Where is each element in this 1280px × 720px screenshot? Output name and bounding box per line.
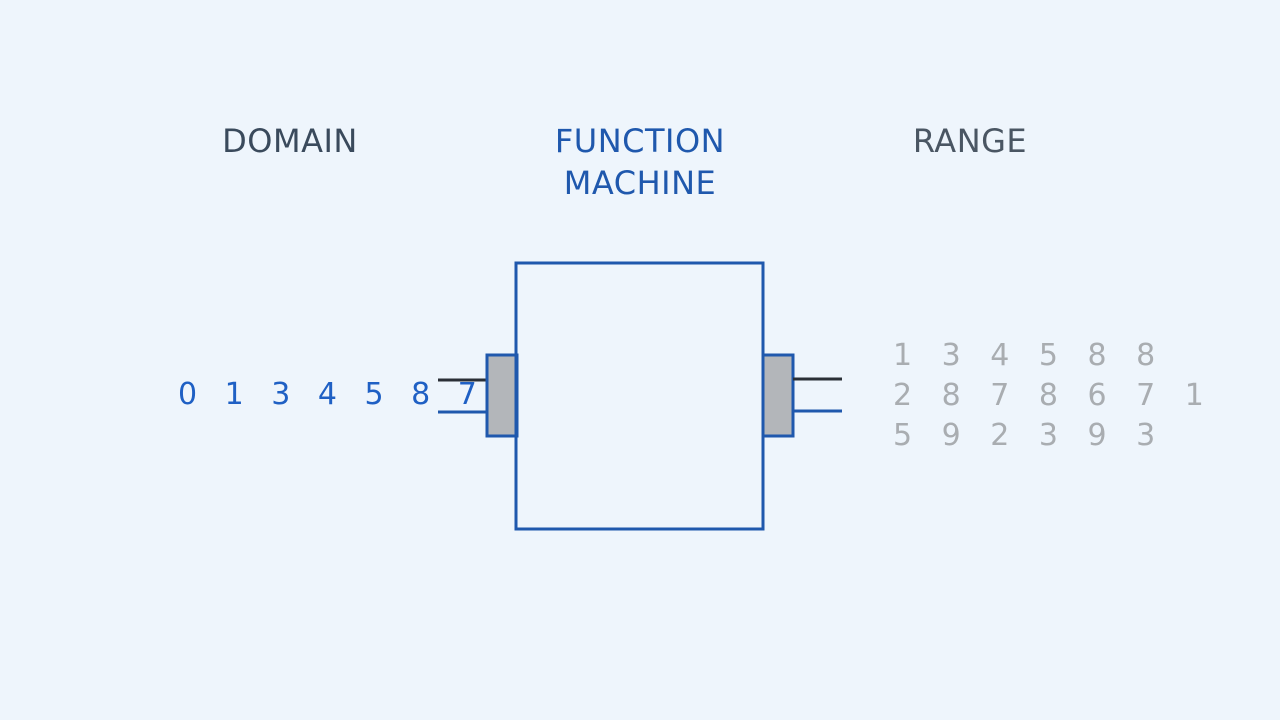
domain-values: 0 1 3 4 5 8 7 xyxy=(178,377,486,412)
function-heading-line1: FUNCTION xyxy=(554,122,726,160)
function-heading-line2: MACHINE xyxy=(563,164,717,202)
function-machine-heading: FUNCTION MACHINE xyxy=(490,120,790,204)
domain-heading: DOMAIN xyxy=(222,122,358,160)
output-port xyxy=(761,353,795,438)
input-port xyxy=(485,353,519,438)
range-values-row-3: 5 9 2 3 9 3 xyxy=(893,418,1166,453)
range-heading: RANGE xyxy=(912,122,1028,160)
range-values-row-2: 2 8 7 8 6 7 1 xyxy=(893,378,1214,413)
range-values: 1 3 4 5 8 8 2 8 7 8 6 7 1 5 9 2 3 9 3 xyxy=(893,336,1214,456)
range-values-row-1: 1 3 4 5 8 8 xyxy=(893,338,1166,373)
machine-box xyxy=(514,261,765,531)
